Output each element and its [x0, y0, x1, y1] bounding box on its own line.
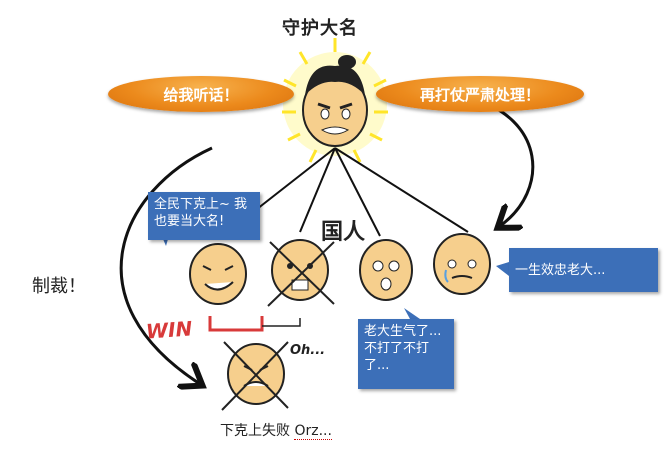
kokujin-rebel-face-icon	[189, 243, 247, 305]
callout-loyal-tail	[496, 262, 509, 276]
speech-obey-banner: 给我听话！	[108, 76, 294, 112]
kokujin-loyal-face-icon	[433, 233, 491, 295]
kokujin-crossed-face-icon	[267, 239, 335, 307]
kokujin-scared-face-icon	[359, 239, 413, 301]
lord-title: 守护大名	[282, 18, 358, 39]
win-bracket	[208, 316, 301, 332]
callout-scared: 老大生气了...不打了不打了...	[358, 319, 454, 389]
defeated-face-icon	[221, 341, 289, 411]
warning-arrow	[469, 96, 535, 226]
sanction-arrow	[119, 146, 213, 384]
speech-obey-label: 给我听话！	[163, 85, 239, 104]
callout-loyal-text: 一生效忠老大...	[515, 262, 606, 278]
speech-warning-banner: 再打仗严肃处理！	[376, 76, 584, 112]
callout-rebel: 全民下克上~ 我也要当大名!	[148, 192, 260, 240]
orz-text: Orz...	[294, 423, 332, 440]
kokujin-label: 国人	[321, 220, 366, 245]
defeat-caption: 下克上失败 Orz...	[220, 420, 332, 440]
sanction-label: 制裁！	[32, 276, 86, 297]
callout-loyal: 一生效忠老大...	[509, 248, 658, 292]
oh-label: Oh...	[290, 343, 326, 358]
lord-face-icon	[302, 55, 368, 147]
callout-scared-tail	[404, 308, 420, 319]
speech-warning-label: 再打仗严肃处理！	[419, 85, 540, 104]
defeat-text: 下克上失败	[220, 423, 290, 439]
win-label: WIN	[145, 316, 194, 344]
